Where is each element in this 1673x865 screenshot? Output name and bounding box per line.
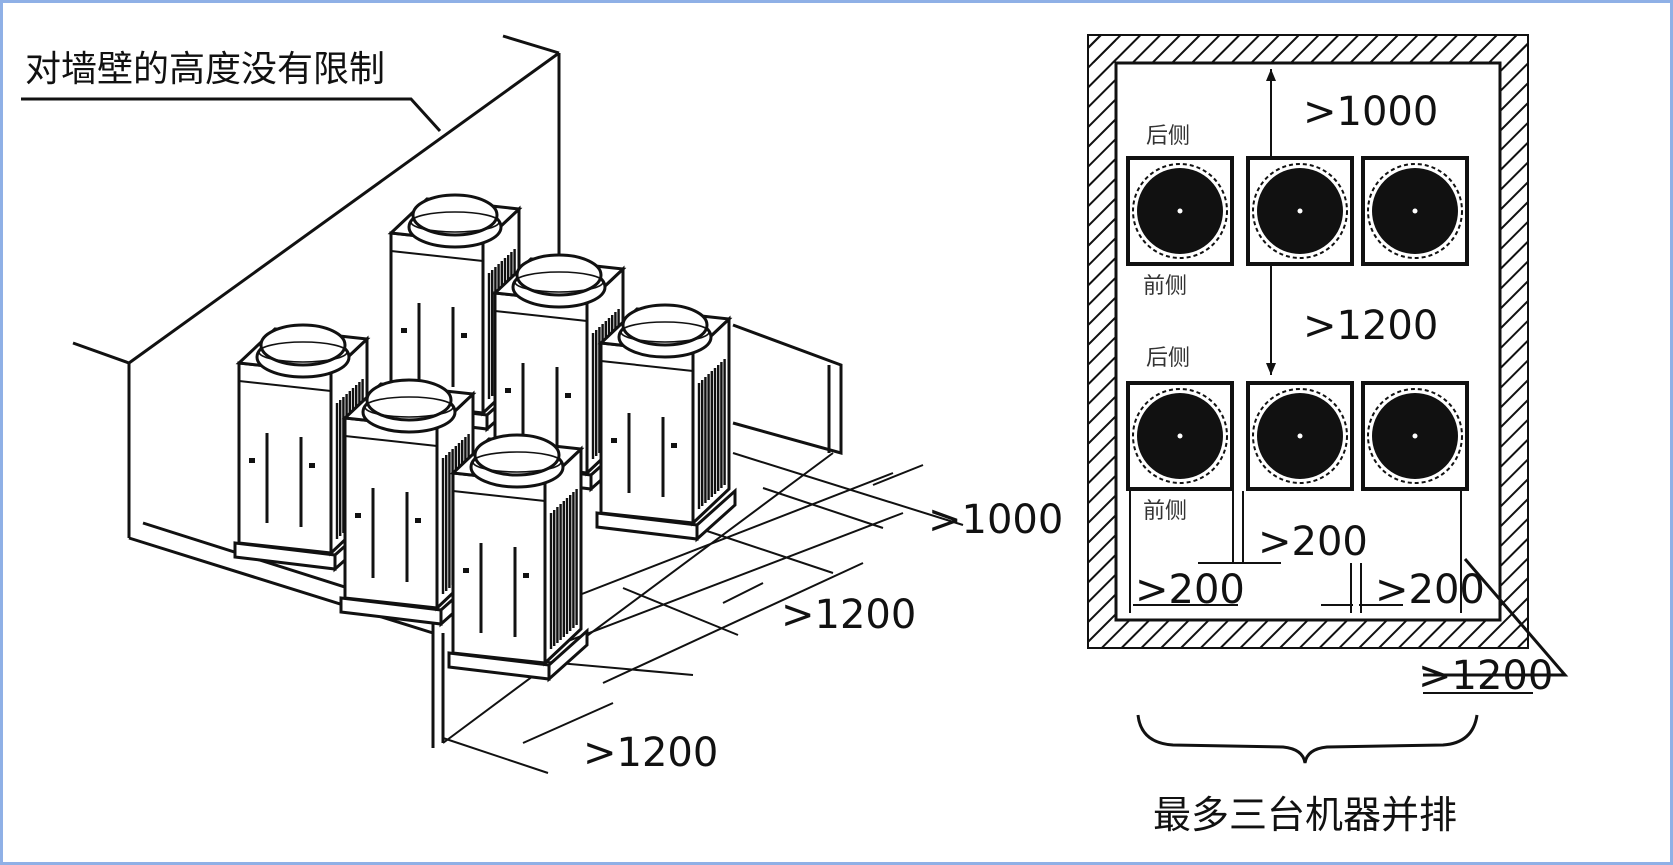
back-wall [72, 34, 561, 748]
plan-view-layout: >1000 >1200 后侧 前侧 后侧 前侧 >200 >200 >200 >… [1087, 34, 1569, 837]
installation-diagram: 对墙壁的高度没有限制 [21, 34, 1569, 837]
top-wall [1088, 35, 1528, 63]
isometric-layout: 对墙壁的高度没有限制 [21, 34, 1063, 776]
ground-dimension-lines [442, 452, 964, 774]
row-gap-label: >1200 [1303, 303, 1438, 349]
plan-caption: 最多三台机器并排 [1153, 793, 1457, 837]
plan-unit-row1-col1 [1126, 156, 1234, 266]
room-outline [1114, 61, 1502, 622]
right-wall [1500, 35, 1528, 620]
outdoor-units-plan [1126, 156, 1469, 491]
row2-rear-label: 后侧 [1146, 346, 1190, 371]
outside-gap-label: >1200 [1418, 653, 1553, 699]
dim-rear-clearance: >1000 [928, 497, 1063, 543]
row2-front-label: 前侧 [1143, 499, 1187, 524]
left-side-gap-label: >200 [1135, 567, 1245, 613]
side-gap-dimensions [1129, 491, 1462, 613]
unit-front-1 [233, 323, 375, 573]
right-side-gap-label: >200 [1375, 567, 1485, 613]
caption-brace [1136, 714, 1479, 764]
plan-unit-row2-col1 [1126, 381, 1234, 491]
top-gap-label: >1000 [1303, 89, 1438, 135]
wall-note-leader [21, 97, 442, 133]
outside-gap-triangle [1423, 558, 1569, 677]
side-curb [732, 323, 843, 455]
dim-front-clearance: >1200 [583, 730, 718, 776]
left-wall [1088, 35, 1116, 620]
unit-front-2 [339, 378, 481, 628]
wall-height-note: 对墙壁的高度没有限制 [25, 49, 385, 90]
unit-back-3 [595, 303, 737, 543]
plan-unit-row2-col2 [1246, 381, 1354, 491]
between-units-gap-label: >200 [1258, 519, 1368, 565]
outdoor-units-isometric [233, 193, 737, 683]
row1-front-label: 前侧 [1143, 274, 1187, 299]
plan-unit-row2-col3 [1361, 381, 1469, 491]
plan-unit-row1-col2 [1246, 156, 1354, 266]
row1-rear-label: 后侧 [1146, 124, 1190, 149]
bottom-wall [1088, 620, 1528, 648]
dim-middle-clearance: >1200 [781, 592, 916, 638]
unit-front-3 [447, 433, 589, 683]
plan-unit-row1-col3 [1361, 156, 1469, 266]
